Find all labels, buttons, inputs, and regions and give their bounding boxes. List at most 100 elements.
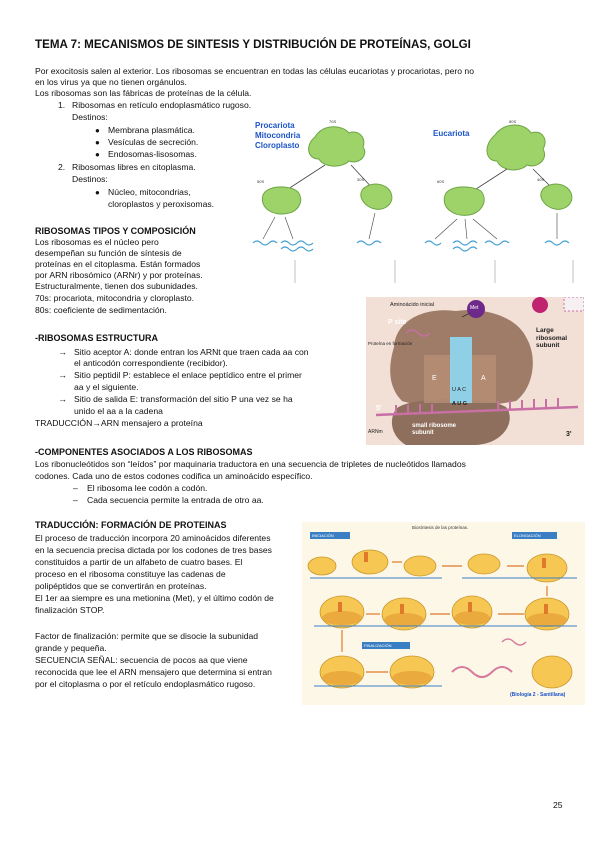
label-cloroplasto: Cloroplasto bbox=[255, 141, 300, 150]
label-finalizacion: FINALIZACIÓN bbox=[364, 643, 392, 648]
label-met: Met bbox=[470, 305, 479, 311]
destinos-label: Destinos: bbox=[72, 174, 108, 184]
tipos-line: 80s: coeficiente de sedimentación. bbox=[35, 305, 167, 315]
subunit-50s bbox=[261, 186, 302, 215]
page-number: 25 bbox=[553, 800, 563, 810]
label-aug: A U G bbox=[452, 401, 468, 407]
tipos-line: Estructuralmente, tienen dos subunidades… bbox=[35, 281, 198, 291]
dash-item: –El ribosoma lee codón a codón. bbox=[73, 483, 208, 493]
label-biosintesis: Biosíntesis de las proteínas. bbox=[412, 525, 469, 530]
formacion-line: constituidos a partir de un alfabeto de … bbox=[35, 557, 243, 567]
formacion-line: El proceso de traducción incorpora 20 am… bbox=[35, 533, 271, 543]
translation-process-figure: Biosíntesis de las proteínas. INICIACIÓN… bbox=[302, 522, 585, 705]
subunit-30s bbox=[360, 183, 393, 210]
formacion-line: por el citoplasma o por el retículo endo… bbox=[35, 679, 256, 689]
section-heading: TRADUCCIÓN: FORMACIÓN DE PROTEINAS bbox=[35, 520, 227, 530]
label-uac: U A C bbox=[452, 387, 467, 393]
label-60s: 60S bbox=[437, 179, 445, 184]
componentes-line: codones. Cada uno de estos codones codif… bbox=[35, 471, 313, 481]
intro-line: Por exocitosis salen al exterior. Los ri… bbox=[35, 66, 474, 76]
formacion-line: Factor de finalización: permite que se d… bbox=[35, 631, 259, 641]
label-arnm: ARNm bbox=[368, 429, 383, 435]
arrow-item: →Sitio de salida E: transformación del s… bbox=[58, 394, 293, 404]
tipos-line: proteínas en el citoplasma. Están formad… bbox=[35, 259, 201, 269]
subunit-40s bbox=[540, 183, 573, 210]
intro-line: en los virus ya que no tienen orgánulos. bbox=[35, 77, 187, 87]
formacion-line: grande y pequeña. bbox=[35, 643, 107, 653]
arrow-item-cont: unido el aa a la cadena bbox=[74, 406, 163, 416]
bullet-item: ●Endosomas-lisosomas. bbox=[95, 149, 197, 159]
label-a-site: A bbox=[481, 375, 486, 382]
destinos-label: Destinos: bbox=[72, 112, 108, 122]
ribosome-composition-svg bbox=[252, 124, 574, 283]
label-credit: (Biología 2 - Santillana) bbox=[510, 692, 566, 698]
list-item-text: Ribosomas en retículo endoplasmático rug… bbox=[72, 100, 252, 110]
label-aminoacido: Aminoácido inicial bbox=[390, 302, 435, 308]
section-heading: -COMPONENTES ASOCIADOS A LOS RIBOSOMAS bbox=[35, 447, 253, 457]
formacion-line: proceso en el ribosoma constituye las ca… bbox=[35, 569, 226, 579]
decor-blob bbox=[532, 297, 548, 313]
arrow-item-cont: el anticodón correspondiente (recibidor)… bbox=[74, 358, 228, 368]
list-item: 2. Ribosomas libres en citoplasma. bbox=[58, 162, 196, 173]
tipos-line: desempeñan su función de síntesis de bbox=[35, 248, 182, 258]
tipos-line: por ARN ribosómico (ARNr) y por proteína… bbox=[35, 270, 203, 280]
ribosome-composition-figure: Procariota Mitocondria Cloroplasto Eucar… bbox=[245, 115, 585, 292]
ribosome-structure-svg bbox=[375, 297, 584, 445]
formacion-line: SECUENCIA SEÑAL: secuencia de pocos aa q… bbox=[35, 655, 248, 665]
label-proteina: Proteína en formación bbox=[368, 341, 413, 346]
finalizacion-bar bbox=[362, 642, 410, 649]
arrow-item: →Sitio aceptor A: donde entran los ARNt … bbox=[58, 347, 309, 357]
label-40s: 40S bbox=[537, 177, 545, 182]
list-item: 1. Ribosomas en retículo endoplasmático … bbox=[58, 100, 252, 111]
translation-process-svg bbox=[302, 522, 585, 705]
label-elongacion: ELONGACIÓN bbox=[514, 533, 541, 538]
section-heading: RIBOSOMAS TIPOS Y COMPOSICIÓN bbox=[35, 226, 196, 236]
label-30s: 30S bbox=[357, 177, 365, 182]
ribosome-70s bbox=[308, 126, 366, 167]
dash-item: –Cada secuencia permite la entrada de ot… bbox=[73, 495, 264, 505]
page-title: TEMA 7: MECANISMOS DE SINTESIS Y DISTRIB… bbox=[35, 38, 471, 51]
label-70s: 70S bbox=[329, 119, 337, 124]
elongacion-bar bbox=[512, 532, 557, 539]
tipos-line: 70s: procariota, mitocondria y cloroplas… bbox=[35, 293, 195, 303]
componentes-line: Los ribonucleótidos son “leídos” por maq… bbox=[35, 459, 466, 469]
label-iniciacion: INICIACIÓN bbox=[312, 533, 334, 538]
subunit-60s bbox=[443, 186, 485, 216]
label-e-site: E bbox=[432, 375, 437, 382]
formacion-line: polipéptidos que se convertirán en prote… bbox=[35, 581, 207, 591]
bullet-item: ●Núcleo, mitocondrias, bbox=[95, 187, 191, 197]
list-number: 2. bbox=[58, 162, 66, 172]
arrow-item-cont: aa y el siguiente. bbox=[74, 382, 139, 392]
label-procariota: Procariota bbox=[255, 121, 295, 130]
label-mitocondria: Mitocondria bbox=[255, 131, 301, 140]
mrna-strand bbox=[375, 405, 579, 417]
formacion-line: en la secuencia precisa dictada por los … bbox=[35, 545, 272, 555]
formacion-line: finalización STOP. bbox=[35, 605, 105, 615]
list-number: 1. bbox=[58, 100, 66, 110]
label-5prime: 5' bbox=[376, 405, 382, 412]
section-heading: -RIBOSOMAS ESTRUCTURA bbox=[35, 333, 158, 343]
bullet-item-cont: cloroplastos y peroxisomas. bbox=[108, 199, 215, 209]
formacion-line: reconocida que lee el ARN mensajero que … bbox=[35, 667, 272, 677]
tipos-line: Los ribosomas es el núcleo pero bbox=[35, 237, 159, 247]
label-50s: 50S bbox=[257, 179, 265, 184]
intro-line: Los ribosomas son las fábricas de proteí… bbox=[35, 88, 252, 98]
bullet-item: ●Membrana plasmática. bbox=[95, 125, 195, 135]
trna-p-site bbox=[450, 337, 472, 403]
list-item-text: Ribosomas libres en citoplasma. bbox=[72, 162, 196, 172]
small-subunit-shape bbox=[391, 398, 510, 445]
arrow-item: →Sitio peptidil P: establece el enlace p… bbox=[58, 370, 302, 380]
label-psite: P site bbox=[388, 319, 407, 326]
met-bubble bbox=[467, 300, 485, 318]
label-80s: 80S bbox=[509, 119, 517, 124]
label-eucariota: Eucariota bbox=[433, 129, 470, 138]
traduccion-line: TRADUCCIÓN→ARN mensajero a proteína bbox=[35, 418, 203, 428]
bullet-item: ●Vesículas de secreción. bbox=[95, 137, 199, 147]
formacion-line: El 1er aa siempre es una metionina (Met)… bbox=[35, 593, 274, 603]
iniciacion-bar bbox=[310, 532, 350, 539]
ribosome-80s bbox=[486, 124, 546, 171]
label-3prime: 3' bbox=[566, 431, 572, 438]
